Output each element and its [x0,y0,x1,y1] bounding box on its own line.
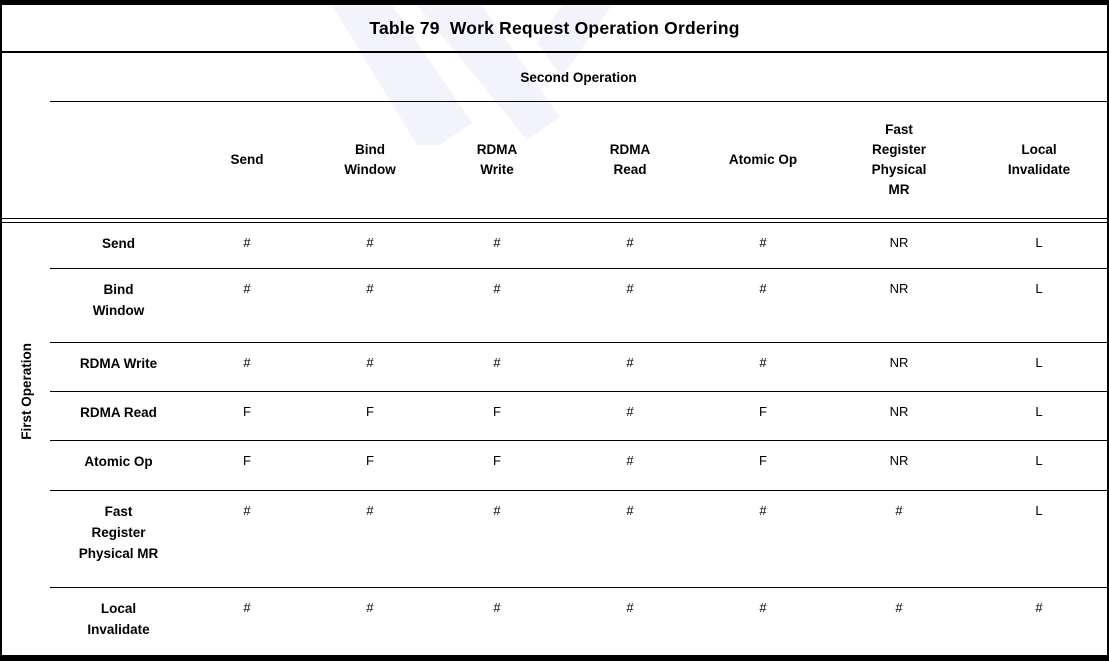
table-cell: # [699,268,827,342]
row-label-local-invalidate: Local Invalidate [50,587,187,654]
row-label-send: Send [101,236,135,251]
table-cell: # [759,235,767,250]
table-cell: # [699,342,827,391]
table-cell: # [561,391,699,440]
column-header-rdma-read: RDMA Read [609,141,651,177]
table-cell: NR [827,440,971,490]
column-header-send: Send [230,151,264,167]
table-cell: L [1035,235,1043,250]
table-cell: # [307,342,433,391]
table-cell: # [493,235,501,250]
column-header-bind-window: Bind Window [344,141,396,177]
table-cell: # [433,490,561,587]
header-columns-area: Second Operation Send Bind Window RDMA W… [50,53,1107,218]
table-content: Table 79 Work Request Operation Ordering… [2,5,1107,655]
row-group-column: First Operation [2,223,50,654]
row-label-fast-register-physical-mr: Fast Register Physical MR [50,490,187,587]
table-cell: # [433,268,561,342]
column-header-rdma-write: RDMA Write [476,141,518,177]
column-header-atomic-op: Atomic Op [728,151,798,167]
row-label-column-spacer [50,102,187,218]
table-cell: # [971,587,1107,654]
table-cell: # [561,587,699,654]
table-cell: # [626,235,634,250]
table-cell: # [307,587,433,654]
table-cell: NR [889,235,909,250]
table-body: First Operation Send # # # # # NR L Bind… [2,223,1107,654]
table-cell: F [433,391,561,440]
table-cell: F [187,391,307,440]
table-title-row: Table 79 Work Request Operation Ordering [2,5,1107,53]
table-cell: # [827,490,971,587]
table-cell: # [561,342,699,391]
table-cell: # [561,440,699,490]
row-label-bind-window: Bind Window [50,268,187,342]
table-cell: L [971,342,1107,391]
table-cell: NR [827,268,971,342]
table-cell: # [366,235,374,250]
table-cell: F [187,440,307,490]
table-cell: F [307,391,433,440]
table-cell: # [561,268,699,342]
table-cell: # [307,490,433,587]
table-title: Table 79 Work Request Operation Ordering [369,17,740,38]
table-cell: # [187,342,307,391]
table-cell: F [307,440,433,490]
column-header-fast-register-physical-mr: Fast Register Physical MR [871,121,927,198]
table-cell: # [827,587,971,654]
table-cell: L [971,268,1107,342]
table-cell: # [187,587,307,654]
table-cell: L [971,490,1107,587]
table-cell: # [187,490,307,587]
column-header-row: Send Bind Window RDMA Write RDMA Read At… [50,102,1107,218]
row-group-label: First Operation [18,343,34,440]
table-cell: F [699,391,827,440]
table-cell: NR [827,342,971,391]
table-cell: # [699,490,827,587]
row-label-atomic-op: Atomic Op [50,440,187,490]
table-cell: # [699,587,827,654]
table-cell: # [561,490,699,587]
table-cell: F [699,440,827,490]
table-cell: # [307,268,433,342]
table-cell: L [971,440,1107,490]
table-grid: Send # # # # # NR L Bind Window # # # # … [50,223,1107,654]
row-label-rdma-read: RDMA Read [50,391,187,440]
table-cell: # [433,342,561,391]
header-corner-spacer [2,53,50,218]
table-header: Second Operation Send Bind Window RDMA W… [2,53,1107,218]
column-header-local-invalidate: Local Invalidate [1007,141,1071,177]
table-cell: # [187,268,307,342]
table-cell: L [971,391,1107,440]
table-cell: # [243,235,251,250]
table-cell: F [433,440,561,490]
table-cell: NR [827,391,971,440]
table-cell: # [433,587,561,654]
row-label-rdma-write: RDMA Write [50,342,187,391]
header-body-divider [2,218,1107,223]
column-group-label: Second Operation [520,69,637,85]
column-group-row: Second Operation [50,53,1107,102]
